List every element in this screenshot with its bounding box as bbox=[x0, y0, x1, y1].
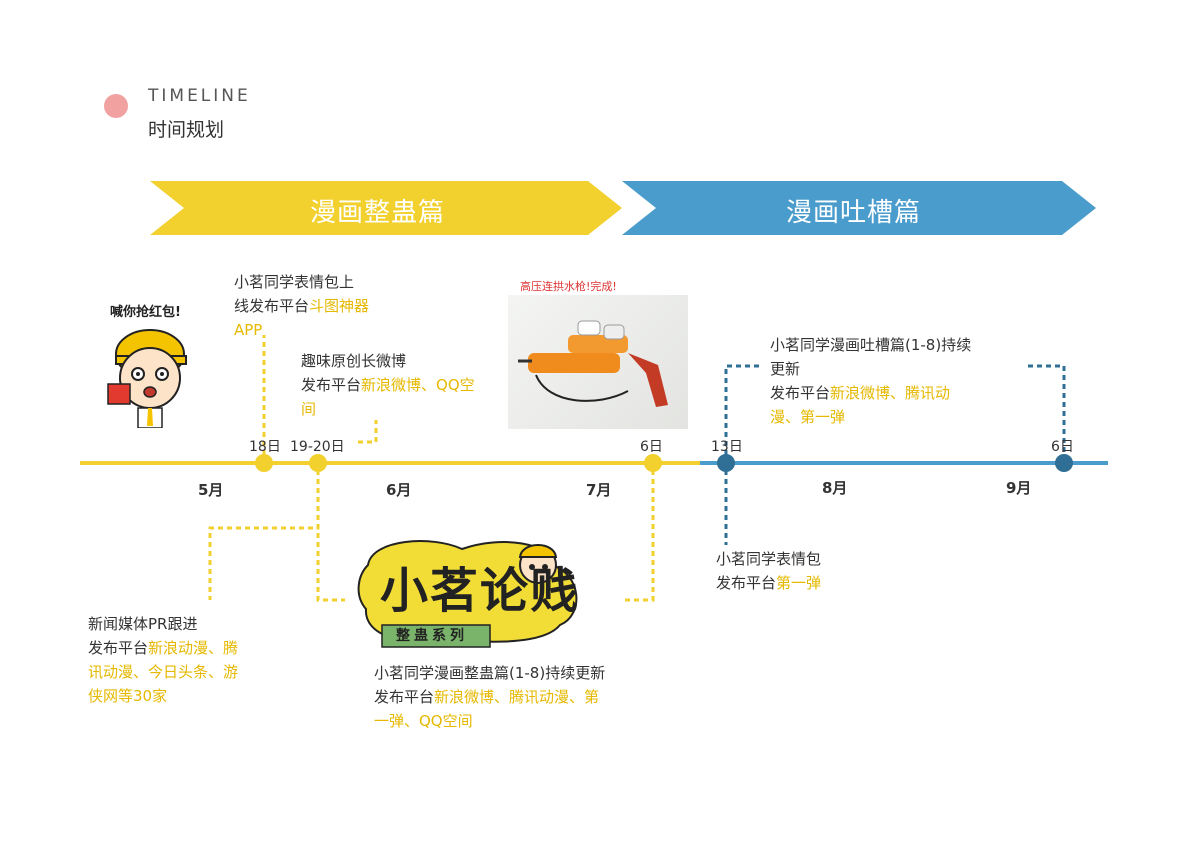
month-jun: 6月 bbox=[386, 481, 412, 499]
banner-left-arrow bbox=[150, 181, 622, 235]
event-media-pr-line3: 讯动漫、今日头条、游 bbox=[88, 663, 239, 681]
logo-main-text: 小茗论贱 bbox=[380, 563, 581, 619]
event-comic-prank-platform: 新浪微博、腾讯动漫、第 bbox=[434, 688, 600, 706]
event-comic-roast-platform: 新浪微博、腾讯动 bbox=[830, 384, 951, 402]
milestone-13 bbox=[717, 454, 735, 472]
milestone-18 bbox=[255, 454, 273, 472]
water-gun-illustration bbox=[518, 320, 668, 407]
milestone-sep-6 bbox=[1055, 454, 1073, 472]
banner-right-arrow bbox=[622, 181, 1096, 235]
connector-pr bbox=[208, 470, 320, 600]
event-comic-roast-line4: 漫、第一弹 bbox=[770, 408, 846, 426]
photo-caption: 高压连拱水枪!完成! bbox=[520, 280, 617, 293]
event-emoji-app-prefix: 线发布平台 bbox=[234, 297, 310, 315]
event-emoji-app: 小茗同学表情包上 线发布平台斗图神器 APP bbox=[234, 270, 434, 342]
event-weibo-long-line3: 间 bbox=[301, 400, 317, 418]
event-weibo-long: 趣味原创长微博 发布平台新浪微博、QQ空 间 bbox=[301, 349, 521, 421]
event-emoji-app-line3: APP bbox=[234, 321, 263, 339]
event-emoji-app-platform: 斗图神器 bbox=[309, 297, 370, 315]
event-comic-prank: 小茗同学漫画整蛊篇(1-8)持续更新 发布平台新浪微博、腾讯动漫、第 一弹、QQ… bbox=[374, 661, 654, 733]
event-emoji-app-line1: 小茗同学表情包上 bbox=[234, 273, 355, 291]
date-jul-6: 6日 bbox=[640, 439, 663, 455]
event-media-pr-line4: 侠网等30家 bbox=[88, 687, 168, 705]
connector-9-6 bbox=[1028, 364, 1066, 455]
connector-6 bbox=[625, 470, 655, 602]
event-comic-roast-line1: 小茗同学漫画吐槽篇(1-8)持续 bbox=[770, 336, 972, 354]
event-comic-prank-line3: 一弹、QQ空间 bbox=[374, 712, 473, 730]
event-comic-roast-line2: 更新 bbox=[770, 360, 801, 378]
event-emoji-pack: 小茗同学表情包 发布平台第一弹 bbox=[716, 547, 916, 595]
event-emoji-pack-platform: 第一弹 bbox=[776, 574, 822, 592]
logo-sub-text: 整蛊系列 bbox=[396, 628, 468, 644]
date-19-20: 19-20日 bbox=[290, 439, 345, 455]
event-comic-prank-line1: 小茗同学漫画整蛊篇(1-8)持续更新 bbox=[374, 664, 606, 682]
event-emoji-pack-prefix: 发布平台 bbox=[716, 574, 777, 592]
connector-logo bbox=[316, 470, 345, 602]
logo-box: 小茗论贱 整蛊系列 bbox=[352, 525, 620, 655]
title-cn: 时间规划 bbox=[148, 119, 225, 141]
connector-13-up bbox=[724, 364, 760, 455]
event-media-pr-line1: 新闻媒体PR跟进 bbox=[88, 615, 198, 633]
date-18: 18日 bbox=[249, 439, 281, 455]
event-emoji-pack-line1: 小茗同学表情包 bbox=[716, 550, 822, 568]
title-dot bbox=[104, 94, 128, 118]
month-may: 5月 bbox=[198, 481, 224, 499]
water-gun-photo bbox=[508, 295, 688, 429]
xiaoming-logo-image bbox=[357, 540, 578, 648]
event-media-pr-prefix: 发布平台 bbox=[88, 639, 149, 657]
event-comic-prank-prefix: 发布平台 bbox=[374, 688, 435, 706]
month-aug: 8月 bbox=[822, 479, 848, 497]
event-media-pr: 新闻媒体PR跟进 发布平台新浪动漫、腾 讯动漫、今日头条、游 侠网等30家 bbox=[88, 612, 288, 708]
event-media-pr-platform: 新浪动漫、腾 bbox=[148, 639, 239, 657]
cartoon-sticker-image bbox=[107, 329, 187, 428]
banner-right-label: 漫画吐槽篇 bbox=[786, 198, 922, 228]
title-en: TIMELINE bbox=[148, 86, 251, 106]
banner-left-label: 漫画整蛊篇 bbox=[310, 198, 446, 228]
milestone-jul-6 bbox=[644, 454, 662, 472]
event-weibo-long-platform: 新浪微博、QQ空 bbox=[361, 376, 475, 394]
event-comic-roast-prefix: 发布平台 bbox=[770, 384, 831, 402]
date-13: 13日 bbox=[711, 439, 743, 455]
event-comic-roast: 小茗同学漫画吐槽篇(1-8)持续 更新 发布平台新浪微博、腾讯动 漫、第一弹 bbox=[770, 333, 1030, 429]
milestone-19-20 bbox=[309, 454, 327, 472]
sticker-caption: 喊你抢红包! bbox=[110, 305, 181, 320]
connector-19-20 bbox=[358, 420, 378, 444]
month-sep: 9月 bbox=[1006, 479, 1032, 497]
event-weibo-long-line1: 趣味原创长微博 bbox=[301, 352, 407, 370]
event-weibo-long-prefix: 发布平台 bbox=[301, 376, 362, 394]
date-sep-6: 6日 bbox=[1051, 439, 1074, 455]
month-jul: 7月 bbox=[586, 481, 612, 499]
